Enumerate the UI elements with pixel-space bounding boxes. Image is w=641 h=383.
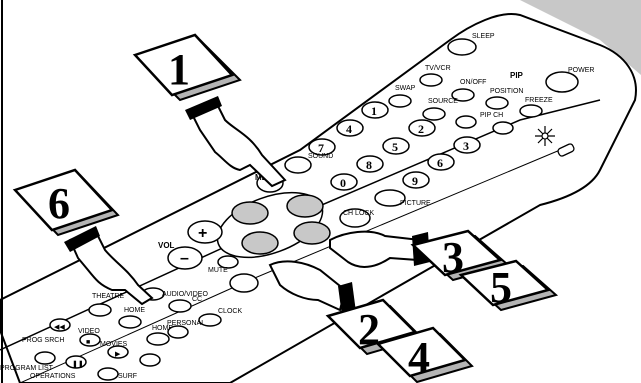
pip-freeze-button[interactable] xyxy=(520,105,542,117)
personal-label: PERSONAL xyxy=(167,320,205,327)
personal-button[interactable] xyxy=(168,326,188,338)
freeze-label: FREEZE xyxy=(525,97,553,104)
pip-position-button[interactable] xyxy=(486,97,508,109)
clock-label: CLOCK xyxy=(218,308,242,315)
digit-button-9[interactable]: 9 xyxy=(403,172,429,188)
tv-vcr-label: TV/VCR xyxy=(425,65,451,72)
digit-button-1[interactable]: 1 xyxy=(362,102,388,118)
surf-label: SURF xyxy=(118,373,137,380)
channel-down-button[interactable] xyxy=(230,274,258,292)
rewind-icon: ◀◀ xyxy=(54,324,65,331)
plus-icon: + xyxy=(198,225,207,242)
prog-srch-button[interactable] xyxy=(35,352,55,364)
nav-left-button[interactable] xyxy=(232,202,268,224)
cc-button[interactable] xyxy=(169,300,191,312)
on-off-label: ON/OFF xyxy=(460,79,486,86)
step-2-number: 2 xyxy=(358,305,380,354)
svg-text:9: 9 xyxy=(412,174,418,188)
pause-icon: ❚❚ xyxy=(72,360,84,368)
picture-label: PICTURE xyxy=(400,200,431,207)
record-button[interactable] xyxy=(98,368,118,380)
ff-button[interactable] xyxy=(140,354,160,366)
theatre-label: THEATRE xyxy=(92,293,124,300)
svg-text:5: 5 xyxy=(392,140,398,154)
theatre-button[interactable] xyxy=(89,304,111,316)
step-4-number: 4 xyxy=(408,333,430,382)
digit-button-4[interactable]: 4 xyxy=(337,120,363,136)
nav-right-button[interactable] xyxy=(294,222,330,244)
svg-text:2: 2 xyxy=(418,122,424,136)
pip-ch-down-button[interactable] xyxy=(456,116,476,128)
nav-down-button[interactable] xyxy=(242,232,278,254)
power-button[interactable] xyxy=(546,72,578,92)
digit-button-6[interactable]: 6 xyxy=(428,154,454,170)
program-list-label: PROGRAM LIST xyxy=(0,365,54,372)
swap-button[interactable] xyxy=(389,95,411,107)
svg-text:4: 4 xyxy=(346,122,352,136)
step-6-number: 6 xyxy=(48,179,70,228)
power-label: POWER xyxy=(568,67,594,74)
cc-label: CC xyxy=(192,296,202,303)
digit-button-3[interactable]: 3 xyxy=(454,137,480,153)
ch-lock-label: CH LOCK xyxy=(343,210,374,217)
play-icon: ▶ xyxy=(115,351,121,358)
nav-up-button[interactable] xyxy=(287,195,323,217)
digit-button-8[interactable]: 8 xyxy=(357,156,383,172)
pip-ch-label: PIP CH xyxy=(480,112,503,119)
minus-icon: – xyxy=(180,250,189,267)
svg-text:0: 0 xyxy=(340,176,346,190)
svg-text:1: 1 xyxy=(371,104,377,118)
vol-label: VOL xyxy=(158,241,175,250)
digit-button-5[interactable]: 5 xyxy=(383,138,409,154)
remote-sensor-icon xyxy=(535,126,555,146)
digit-button-2[interactable]: 2 xyxy=(409,120,435,136)
swap-label: SWAP xyxy=(395,85,416,92)
home-label: HOME xyxy=(124,307,145,314)
mute-label: MUTE xyxy=(208,267,228,274)
tv-vcr-button[interactable] xyxy=(420,74,442,86)
prog-srch-label: PROG SRCH xyxy=(22,337,64,344)
digit-button-0[interactable]: 0 xyxy=(331,174,357,190)
source-button[interactable] xyxy=(423,108,445,120)
position-label: POSITION xyxy=(490,88,523,95)
pip-ch-up-button[interactable] xyxy=(493,122,513,134)
sleep-button[interactable] xyxy=(448,39,476,55)
operations-label: OPERATIONS xyxy=(30,373,76,380)
sleep-label: SLEEP xyxy=(472,33,495,40)
svg-text:3: 3 xyxy=(463,139,469,153)
home-button-2[interactable] xyxy=(147,333,169,345)
step-1-callout: 1 xyxy=(135,35,285,186)
sound-label: SOUND xyxy=(308,153,333,160)
source-label: SOURCE xyxy=(428,98,458,105)
home-button[interactable] xyxy=(119,316,141,328)
svg-text:6: 6 xyxy=(437,156,443,170)
stop-icon: ■ xyxy=(86,339,90,346)
step-1-number: 1 xyxy=(168,45,190,94)
step-5-number: 5 xyxy=(490,263,512,312)
pip-label: PIP xyxy=(510,71,524,80)
svg-text:8: 8 xyxy=(366,158,372,172)
